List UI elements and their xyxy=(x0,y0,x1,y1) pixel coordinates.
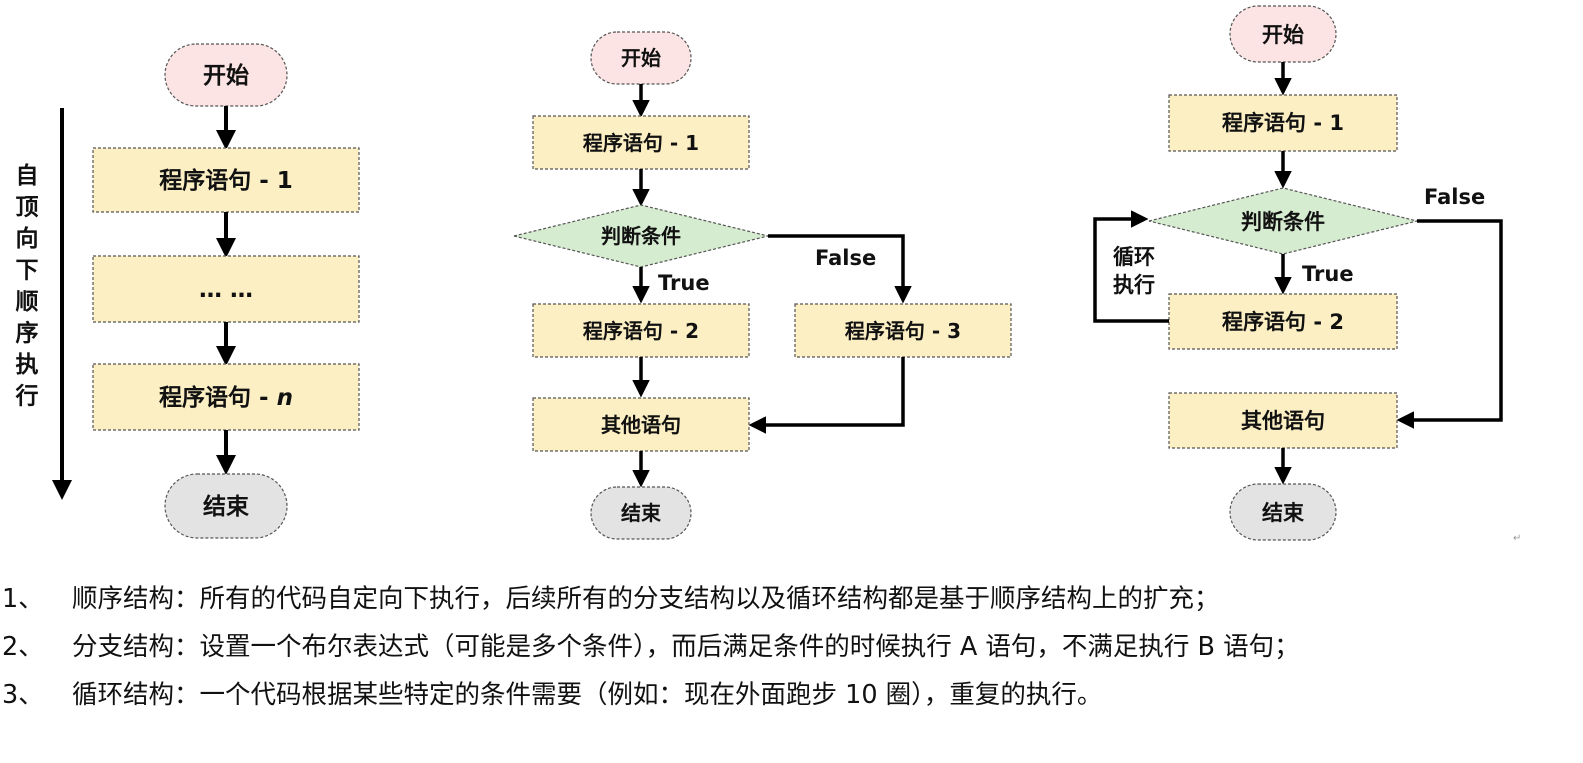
branch-other-node xyxy=(532,397,750,452)
loop-stmt2-node xyxy=(1168,293,1398,350)
seq-ellipsis-label: … … xyxy=(199,277,253,303)
sequence-flowchart: 开始 程序语句 - 1 … … 程序语句 - n 结束 自顶向下顺序执行 xyxy=(15,43,360,539)
branch-stmt3-node xyxy=(794,303,1012,358)
seq-stmt1-label: 程序语句 - 1 xyxy=(159,167,293,194)
branch-condition-label: 判断条件 xyxy=(601,224,681,248)
loop-back-label-2: 执行 xyxy=(1113,273,1155,297)
branch-merge-arrow xyxy=(748,357,905,434)
flowchart-canvas: 开始 程序语句 - 1 … … 程序语句 - n 结束 自顶向下顺序执行 开始 … xyxy=(15,5,1503,541)
loop-flowchart: 开始 程序语句 - 1 判断条件 True 程序语句 - 2 循环 执行 Fal… xyxy=(1093,5,1503,541)
branch-false-arrow xyxy=(768,234,912,304)
branch-true-label: True xyxy=(658,271,710,295)
branch-stmt1-node xyxy=(532,115,750,170)
seq-stmtn-var: n xyxy=(277,385,293,411)
note-text: 顺序结构：所有的代码自定向下执行，后续所有的分支结构以及循环结构都是基于顺序结构… xyxy=(72,584,1220,614)
loop-start-label: 开始 xyxy=(1262,23,1304,47)
branch-stmt2-node xyxy=(532,303,750,358)
loop-stmt2-label: 程序语句 - 2 xyxy=(1222,310,1344,334)
loop-back-label-1: 循环 xyxy=(1113,245,1155,269)
note-text: 循环结构：一个代码根据某些特定的条件需要（例如：现在外面跑步 10 圈），重复的… xyxy=(72,680,1103,710)
seq-start-label: 开始 xyxy=(203,62,249,89)
loop-stmt1-label: 程序语句 - 1 xyxy=(1222,111,1344,135)
loop-true-label: True xyxy=(1302,262,1354,286)
branch-end-node xyxy=(590,486,692,540)
note-number: 2、 xyxy=(2,632,44,662)
paragraph-mark-icon: ↵ xyxy=(1513,533,1522,544)
loop-false-label: False xyxy=(1424,185,1485,209)
loop-end-node xyxy=(1229,483,1337,541)
loop-stmt1-node xyxy=(1168,94,1398,152)
loop-false-arrow xyxy=(1396,219,1503,429)
seq-direction-label: 自顶向下顺序执行 xyxy=(15,162,39,410)
seq-stmt1-node xyxy=(92,147,360,213)
branch-stmt1-label: 程序语句 - 1 xyxy=(583,131,699,155)
note-number: 3、 xyxy=(2,680,44,710)
branch-stmt3-label: 程序语句 - 3 xyxy=(845,319,961,343)
branch-end-label: 结束 xyxy=(621,501,662,525)
seq-end-label: 结束 xyxy=(203,494,250,520)
branch-start-node xyxy=(590,31,692,85)
branch-stmt2-label: 程序语句 - 2 xyxy=(583,319,699,343)
branch-start-label: 开始 xyxy=(621,46,661,70)
seq-end-node xyxy=(164,473,288,539)
branch-false-label: False xyxy=(815,246,876,270)
note-number: 1、 xyxy=(2,584,44,614)
note-text: 分支结构：设置一个布尔表达式（可能是多个条件），而后满足条件的时候执行 A 语句… xyxy=(72,632,1300,662)
seq-stmtn-node xyxy=(92,363,360,431)
loop-end-label: 结束 xyxy=(1262,501,1305,525)
loop-other-node xyxy=(1168,392,1398,449)
loop-other-label: 其他语句 xyxy=(1241,409,1325,433)
seq-ellipsis-node xyxy=(92,255,360,323)
branch-other-label: 其他语句 xyxy=(601,413,681,437)
loop-back-arrow xyxy=(1093,210,1169,323)
seq-stmtn-label: 程序语句 - n xyxy=(159,384,293,411)
loop-condition-label: 判断条件 xyxy=(1241,210,1325,234)
branch-flowchart: 开始 程序语句 - 1 判断条件 True False 程序语句 - 2 程序语… xyxy=(513,31,1012,540)
